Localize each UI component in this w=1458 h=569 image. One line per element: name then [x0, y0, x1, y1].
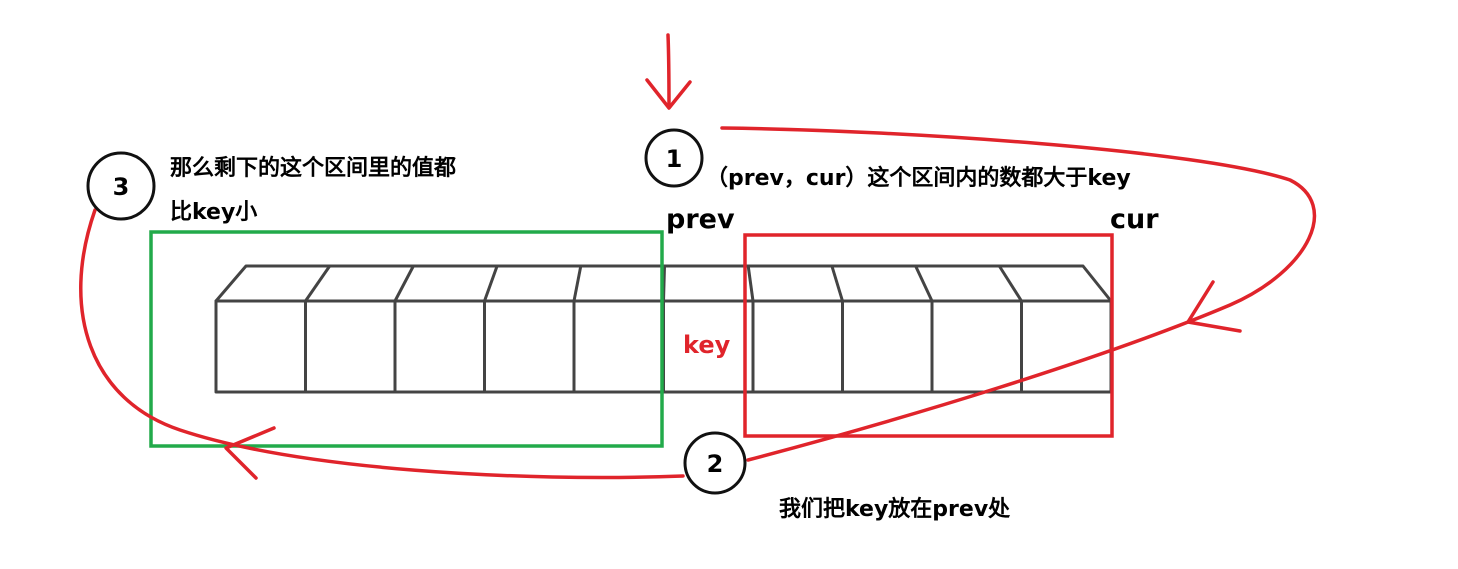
loop-arrow-head	[1186, 280, 1242, 333]
step-2-text: 我们把key放在prev处	[779, 496, 1010, 522]
step-1: 1 （prev，cur）这个区间内的数都大于key	[644, 128, 1131, 191]
cell-top-edge	[998, 265, 1023, 302]
down-arrow	[666, 33, 671, 109]
step-1-text: （prev，cur）这个区间内的数都大于key	[706, 165, 1131, 191]
cell-top-edge	[830, 265, 844, 302]
step-3-number: 3	[113, 173, 130, 201]
cell-top-edge	[393, 265, 415, 302]
step-3: 3 那么剩下的这个区间里的值都 比key小	[86, 151, 456, 225]
cell-top-edge	[304, 265, 331, 302]
step-3-circle	[86, 151, 156, 221]
step-3-text-line-2: 比key小	[170, 200, 257, 225]
return-arrow-head	[224, 426, 276, 480]
key-label: key	[683, 331, 731, 359]
flow-arrows	[79, 33, 1317, 480]
step-3-text-line-1: 那么剩下的这个区间里的值都	[170, 155, 456, 181]
step-2-circle	[683, 431, 747, 495]
cell-top-edge	[483, 265, 499, 302]
cell-top-edge	[572, 265, 583, 302]
cell-top-edge	[914, 265, 934, 302]
down-arrow-head	[645, 78, 692, 110]
return-arrow-2-to-3	[79, 208, 685, 480]
prev-label: prev	[666, 204, 735, 235]
loop-arrow-1-to-2	[720, 126, 1317, 462]
step-2: 2 我们把key放在prev处	[683, 431, 1010, 522]
right-region-box	[743, 233, 1114, 438]
left-region-box	[149, 230, 664, 448]
step-1-circle	[644, 128, 704, 188]
step-1-number: 1	[666, 145, 683, 173]
step-2-number: 2	[707, 450, 724, 478]
cell-top-edge	[746, 265, 755, 302]
cur-label: cur	[1110, 204, 1159, 235]
